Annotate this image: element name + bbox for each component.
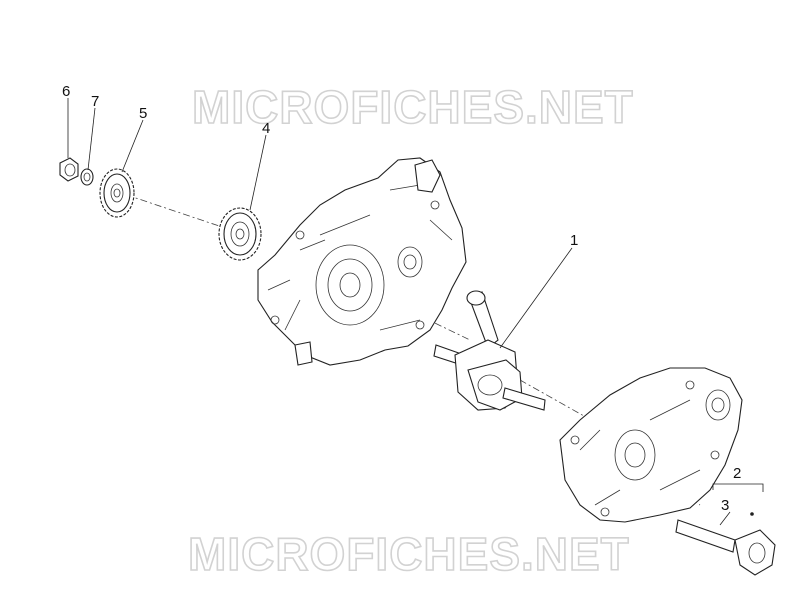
leader-2-dot bbox=[750, 512, 754, 516]
gear-part-5 bbox=[99, 168, 135, 218]
callout-7: 7 bbox=[91, 93, 99, 110]
callout-3: 3 bbox=[721, 497, 729, 514]
callout-2: 2 bbox=[733, 465, 741, 482]
callout-1: 1 bbox=[570, 232, 578, 249]
leader-4 bbox=[249, 134, 267, 211]
callout-4: 4 bbox=[262, 120, 270, 137]
washer-part-7 bbox=[80, 168, 94, 186]
shaft-part-3 bbox=[675, 519, 776, 576]
gear-part-4 bbox=[218, 207, 262, 261]
leader-1 bbox=[499, 247, 573, 349]
callout-6: 6 bbox=[62, 83, 70, 100]
leader-7 bbox=[87, 107, 96, 171]
crankshaft-part-1 bbox=[433, 290, 546, 411]
callout-5: 5 bbox=[139, 105, 147, 122]
leader-5 bbox=[121, 119, 144, 173]
nut-part-6 bbox=[59, 157, 79, 182]
crankcase-left-half bbox=[257, 157, 467, 366]
leader-3 bbox=[719, 511, 731, 526]
watermark-top: MICROFICHES.NET bbox=[192, 81, 634, 133]
leader-2 bbox=[712, 483, 764, 492]
crankcase-right-half bbox=[559, 367, 743, 523]
watermark-bottom: MICROFICHES.NET bbox=[188, 528, 630, 580]
